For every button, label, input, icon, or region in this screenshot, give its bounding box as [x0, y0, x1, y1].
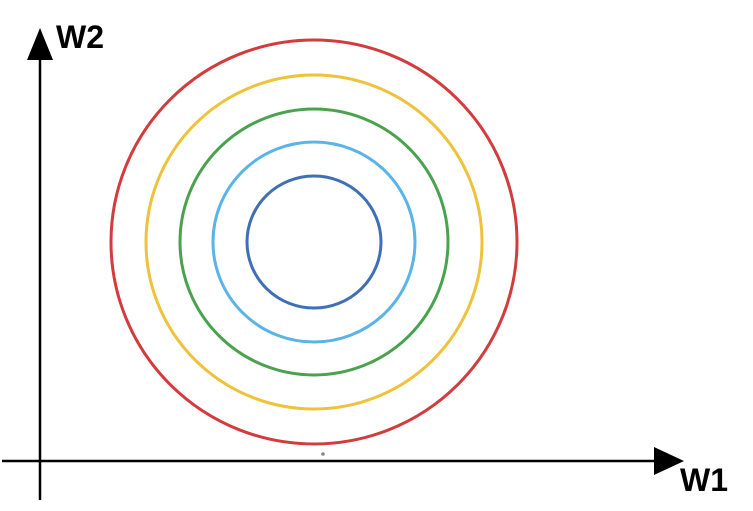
w2-axis-label: W2: [56, 19, 104, 55]
contour-outermost: [109, 38, 519, 446]
contour-rings: [109, 38, 519, 446]
center-marker: [321, 452, 325, 456]
w1-axis-label: W1: [680, 462, 728, 498]
contour-fourth: [144, 73, 484, 411]
contour-second: [211, 140, 417, 344]
contour-innermost: [245, 174, 383, 310]
w1-axis-arrowhead: [654, 447, 684, 475]
w2-axis-arrowhead: [27, 28, 53, 60]
contour-third: [178, 107, 450, 377]
